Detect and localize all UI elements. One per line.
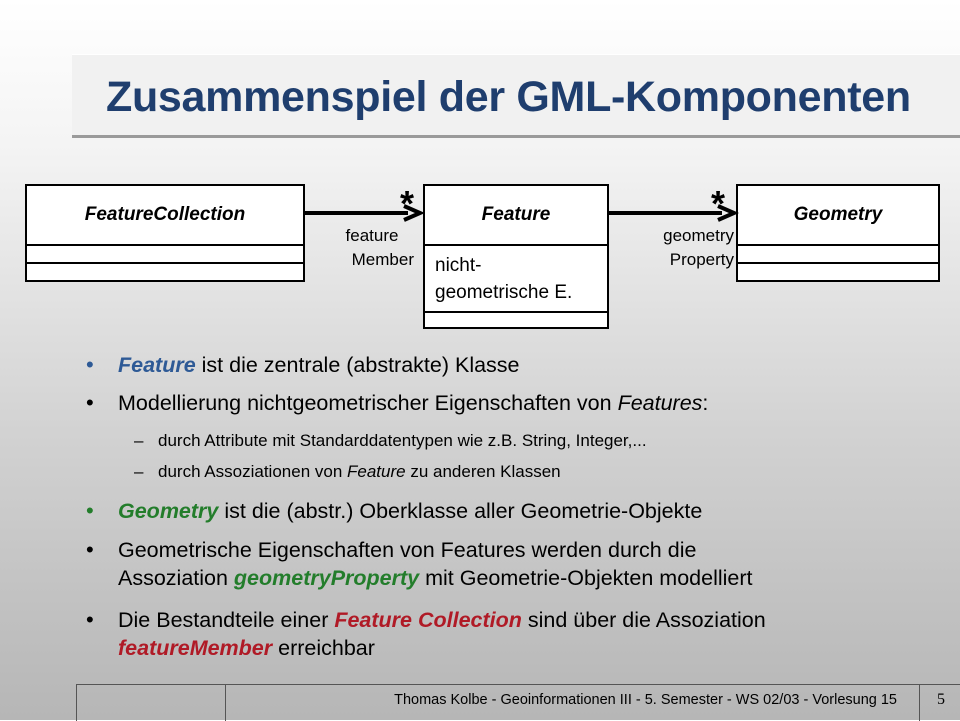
bullet-marker: • xyxy=(86,352,94,377)
association-label-line1: feature xyxy=(345,226,399,245)
keyword-feature-collection: Feature Collection xyxy=(334,608,522,632)
subbullet-assoziationen: – durch Assoziationen von Feature zu and… xyxy=(134,460,948,484)
keyword-geometry: Geometry xyxy=(118,499,219,523)
footer-text: Thomas Kolbe - Geoinformationen III - 5.… xyxy=(226,685,920,721)
class-name-geometry: Geometry xyxy=(738,186,938,246)
dash-marker: – xyxy=(134,462,144,481)
dash-marker: – xyxy=(134,431,144,450)
bullet-marker: • xyxy=(86,498,94,523)
bullet-text-end: : xyxy=(702,391,709,415)
bullet-marker: • xyxy=(86,390,94,415)
association-label-featuremember: feature Member xyxy=(330,224,414,272)
footer-empty-cell xyxy=(77,685,226,721)
bullet-marker: • xyxy=(86,607,94,632)
subbullet-text: durch Assoziationen von xyxy=(158,462,348,481)
bullet-text: ist die zentrale (abstrakte) Klasse xyxy=(195,353,520,377)
association-label-line2: Member xyxy=(351,250,414,269)
bullet-feature: • Feature ist die zentrale (abstrakte) K… xyxy=(86,351,948,379)
italic-term: Features xyxy=(617,391,703,415)
bullet-text: Assoziation xyxy=(118,566,234,590)
keyword-featuremember: featureMember xyxy=(118,636,273,660)
multiplicity-featuremember: * xyxy=(400,183,415,224)
bullet-modellierung: • Modellierung nichtgeometrischer Eigens… xyxy=(86,389,948,417)
keyword-feature: Feature xyxy=(118,353,196,377)
attribute-compartment xyxy=(738,246,938,264)
class-feature: Feature nicht- geometrische E. xyxy=(423,184,609,329)
attribute-compartment xyxy=(27,246,303,264)
multiplicity-geometryproperty: * xyxy=(711,183,726,224)
slide-footer: Thomas Kolbe - Geoinformationen III - 5.… xyxy=(76,684,960,721)
bullet-text-line1: Geometrische Eigenschaften von Features … xyxy=(118,538,697,562)
bullet-geometrische-eigenschaften: • Geometrische Eigenschaften von Feature… xyxy=(86,536,948,592)
association-label-line2: Property xyxy=(669,250,734,269)
keyword-geometryproperty: geometryProperty xyxy=(233,566,420,590)
subbullet-text-end: zu anderen Klassen xyxy=(405,462,561,481)
association-label-line1: geometry xyxy=(663,226,734,245)
operation-compartment xyxy=(27,264,303,280)
bullet-text: Die Bestandteile einer xyxy=(118,608,335,632)
bullet-text-end: erreichbar xyxy=(272,636,375,660)
bullet-bestandteile: • Die Bestandteile einer Feature Collect… xyxy=(86,606,948,662)
bullet-text-end: sind über die Assoziation xyxy=(521,608,766,632)
bullet-geometry: • Geometry ist die (abstr.) Oberklasse a… xyxy=(86,497,948,525)
page-number: 5 xyxy=(937,691,945,708)
class-name-featurecollection: FeatureCollection xyxy=(27,186,303,246)
slide-title: Zusammenspiel der GML-Komponenten xyxy=(106,73,911,121)
attribute-compartment: nicht- geometrische E. xyxy=(425,246,607,313)
subbullet-attribute: – durch Attribute mit Standarddatentypen… xyxy=(134,429,948,453)
bullet-text-end: mit Geometrie-Objekten modelliert xyxy=(419,566,753,590)
class-geometry: Geometry xyxy=(736,184,940,282)
italic-term: Feature xyxy=(347,462,406,481)
class-attribute-text: nicht- geometrische E. xyxy=(435,255,573,303)
bullet-text-line2: Assoziation geometryProperty mit Geometr… xyxy=(118,564,948,592)
title-bar xyxy=(72,54,960,135)
bullet-marker: • xyxy=(86,537,94,562)
class-featurecollection: FeatureCollection xyxy=(25,184,305,282)
association-label-geometryproperty: geometry Property xyxy=(636,224,734,272)
operation-compartment xyxy=(425,313,607,327)
bullet-text-line1: Die Bestandteile einer Feature Collectio… xyxy=(118,606,948,634)
bullet-text: Modellierung nichtgeometrischer Eigensch… xyxy=(118,391,618,415)
class-name-feature: Feature xyxy=(425,186,607,246)
bullet-text: ist die (abstr.) Oberklasse aller Geomet… xyxy=(218,499,703,523)
bullet-text-line2: featureMember erreichbar xyxy=(118,634,948,662)
operation-compartment xyxy=(738,264,938,280)
subbullet-text: durch Attribute mit Standarddatentypen w… xyxy=(158,431,647,450)
